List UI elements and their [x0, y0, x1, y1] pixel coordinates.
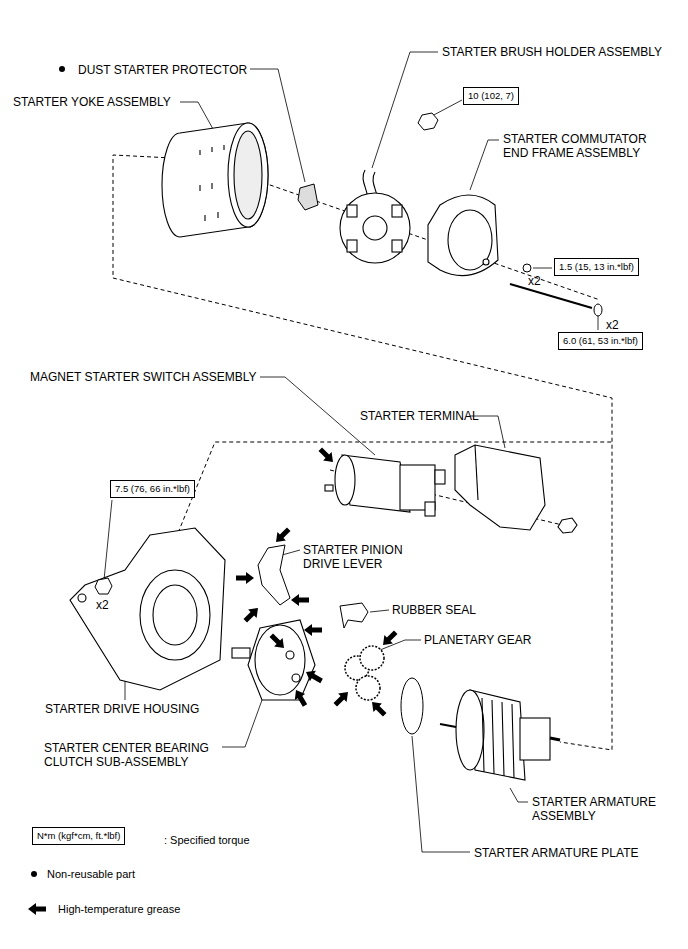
- torque-value: 10 (102, 7): [468, 90, 514, 101]
- legend-text: : Specified torque: [164, 834, 250, 847]
- leader-line: [372, 52, 438, 168]
- torque-value: N*m (kgf*cm, ft.*lbf): [37, 830, 120, 841]
- leader-line: [470, 140, 499, 190]
- quantity-label: x2: [96, 598, 109, 612]
- legend-text: High-temperature grease: [58, 903, 180, 916]
- legend-text: Non-reusable part: [47, 868, 135, 881]
- nut-drawing: [418, 113, 438, 130]
- bullet-symbol: [59, 66, 65, 72]
- torque-box: 7.5 (76, 66 in.*lbf): [110, 480, 195, 498]
- leader-line: [370, 610, 389, 612]
- leader-line: [104, 500, 112, 580]
- terminal-drawing: [455, 445, 577, 533]
- armature-drawing: [440, 690, 560, 780]
- clutch-drawing: [232, 620, 315, 700]
- torque-box: 10 (102, 7): [463, 87, 519, 105]
- drive-housing-drawing: [70, 528, 225, 690]
- magnet-switch-drawing: [325, 455, 445, 516]
- bullet-symbol: [31, 871, 37, 877]
- quantity-label: x2: [528, 274, 541, 288]
- leader-line: [260, 377, 375, 455]
- torque-box: 1.5 (15, 13 in.*lbf): [554, 258, 639, 276]
- part-name: STARTER ARMATURE ASSEMBLY: [532, 795, 672, 823]
- part-name: DUST STARTER PROTECTOR: [78, 63, 247, 77]
- leader-line: [598, 315, 599, 330]
- part-name: MAGNET STARTER SWITCH ASSEMBLY: [30, 370, 256, 384]
- part-name: STARTER PINION DRIVE LEVER: [303, 543, 413, 571]
- part-name: STARTER TERMINAL: [360, 409, 479, 423]
- leader-line: [222, 700, 262, 747]
- part-name: STARTER ARMATURE PLATE: [474, 846, 638, 860]
- part-name: PLANETARY GEAR: [424, 633, 531, 647]
- end-frame-drawing: [428, 195, 498, 276]
- part-name: STARTER BRUSH HOLDER ASSEMBLY: [442, 45, 662, 59]
- seal-drawing: [340, 603, 368, 628]
- torque-box: N*m (kgf*cm, ft.*lbf): [32, 827, 125, 845]
- torque-value: 7.5 (76, 66 in.*lbf): [115, 483, 190, 494]
- brush-holder-drawing: [340, 170, 410, 263]
- axis-guide: [250, 178, 600, 300]
- nut-drawing: [95, 578, 112, 594]
- grease-arrow: [28, 445, 400, 915]
- part-name: STARTER DRIVE HOUSING: [45, 702, 199, 716]
- torque-value: 6.0 (61, 53 in.*lbf): [563, 335, 638, 346]
- part-name: STARTER CENTER BEARING CLUTCH SUB-ASSEMB…: [44, 741, 224, 769]
- leader-line: [430, 100, 462, 117]
- part-name: STARTER COMMUTATOR END FRAME ASSEMBLY: [503, 132, 668, 160]
- leader-line: [282, 550, 300, 555]
- yoke-drawing: [162, 123, 268, 237]
- plate-drawing: [401, 678, 423, 734]
- leader-line: [533, 268, 552, 269]
- torque-box: 6.0 (61, 53 in.*lbf): [558, 332, 643, 350]
- gear-drawing: [345, 646, 384, 700]
- torque-value: 1.5 (15, 13 in.*lbf): [559, 261, 634, 272]
- protector-drawing: [298, 184, 318, 210]
- quantity-label: x2: [606, 318, 619, 332]
- part-name: RUBBER SEAL: [392, 603, 476, 617]
- leader-line: [510, 788, 528, 802]
- part-name: STARTER YOKE ASSEMBLY: [13, 95, 171, 109]
- lever-drawing: [258, 545, 290, 605]
